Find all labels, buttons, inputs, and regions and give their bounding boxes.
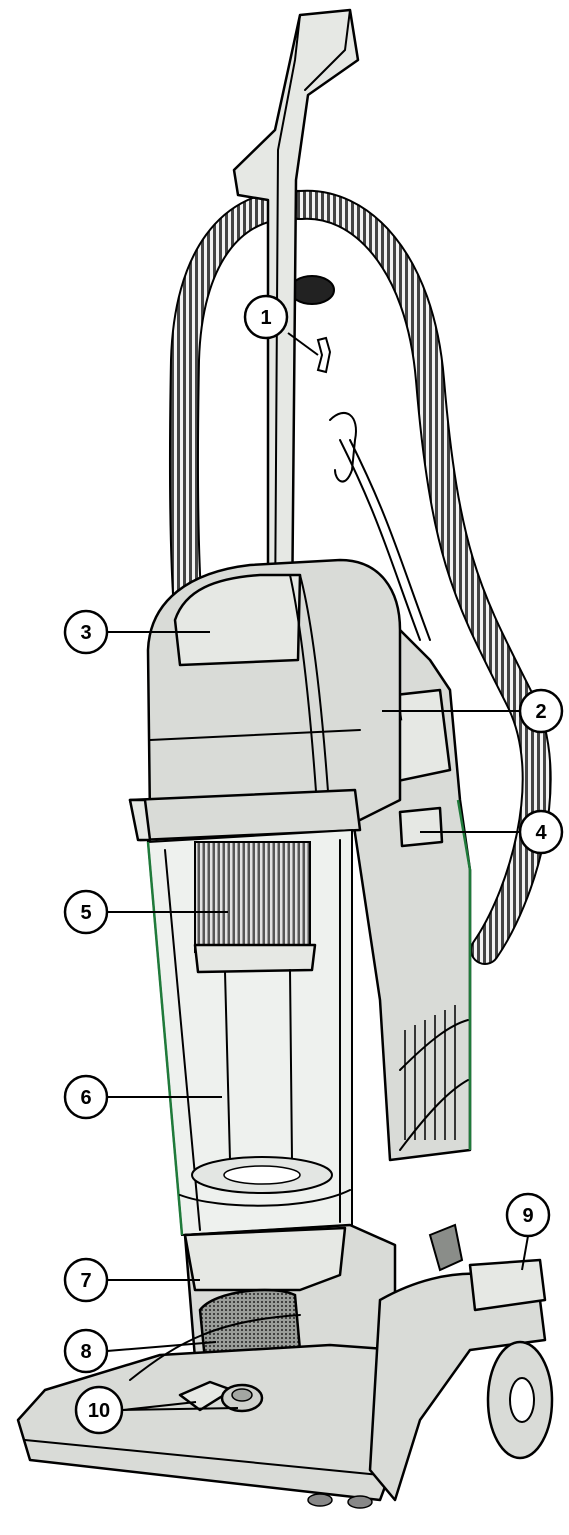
leader-9: [521, 1235, 529, 1271]
leader-8: [106, 1341, 217, 1352]
callout-label-8: 8: [80, 1341, 91, 1363]
bin-lid: [128, 558, 402, 842]
callout-3: 3: [63, 609, 109, 655]
callout-2: 2: [518, 688, 564, 734]
callout-5: 5: [63, 889, 109, 935]
filter: [193, 841, 317, 974]
callout-label-7: 7: [80, 1270, 91, 1292]
leader-1: [287, 332, 319, 356]
cord-wrap: [329, 411, 431, 641]
cord-hook[interactable]: [316, 336, 332, 374]
callout-label-2: 2: [535, 701, 546, 723]
dust-bin-release[interactable]: [398, 806, 444, 848]
callout-label-3: 3: [80, 622, 91, 644]
leader-10a: [122, 1401, 197, 1411]
callout-7: 7: [63, 1257, 109, 1303]
callout-8: 8: [63, 1328, 109, 1374]
base: [16, 1223, 554, 1509]
callout-9: 9: [505, 1192, 551, 1238]
callout-label-4: 4: [535, 822, 547, 844]
callout-label-9: 9: [522, 1205, 533, 1227]
callout-6: 6: [63, 1074, 109, 1120]
callout-label-10: 10: [88, 1400, 110, 1422]
leader-10b: [122, 1407, 239, 1411]
wheel: [486, 1340, 554, 1460]
side-vents: [399, 1005, 469, 1151]
callout-1: 1: [243, 294, 289, 340]
dust-bin: [146, 828, 353, 1237]
leader-lines: [106, 332, 529, 1411]
callout-10: 10: [74, 1385, 124, 1435]
callout-4: 4: [518, 809, 564, 855]
callout-label-6: 6: [80, 1087, 91, 1109]
callout-label-5: 5: [80, 902, 91, 924]
callout-label-1: 1: [260, 307, 271, 329]
